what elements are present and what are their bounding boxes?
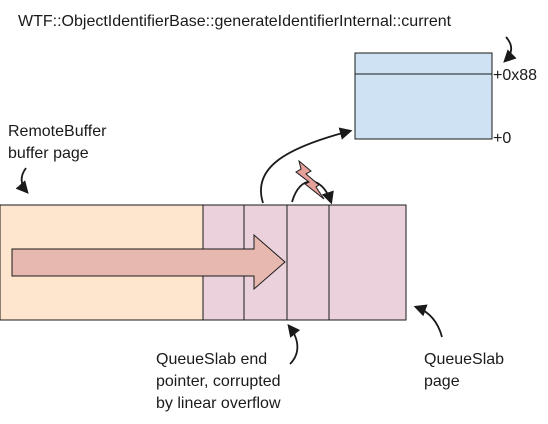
offset-bottom-label: +0 (493, 130, 511, 147)
lightning-bolt-icon (295, 159, 325, 200)
end-pointer-label-line2: pointer, corrupted (156, 373, 281, 390)
target-object-box (354, 52, 493, 140)
overflow-arrow (11, 233, 286, 291)
target-object-title: WTF::ObjectIdentifierBase::generateIdent… (18, 13, 452, 30)
offset-top-label: +0x88 (493, 67, 537, 84)
end-pointer-label-line3: by linear overflow (156, 395, 281, 412)
title-pointer-arrow (503, 36, 517, 63)
slab-to-target-arrow (260, 127, 353, 204)
queue-slab-pointer-arrow (413, 304, 443, 338)
remote-buffer-label-line2: buffer page (8, 145, 89, 162)
end-pointer-arrow (287, 324, 301, 365)
queue-slab-label-line2: page (424, 373, 460, 390)
remote-buffer-label-line1: RemoteBuffer (8, 123, 107, 140)
remote-buffer-pointer-arrow (15, 167, 29, 194)
end-pointer-label-line1: QueueSlab end (156, 351, 267, 368)
queue-slab-label-line1: QueueSlab (424, 351, 504, 368)
